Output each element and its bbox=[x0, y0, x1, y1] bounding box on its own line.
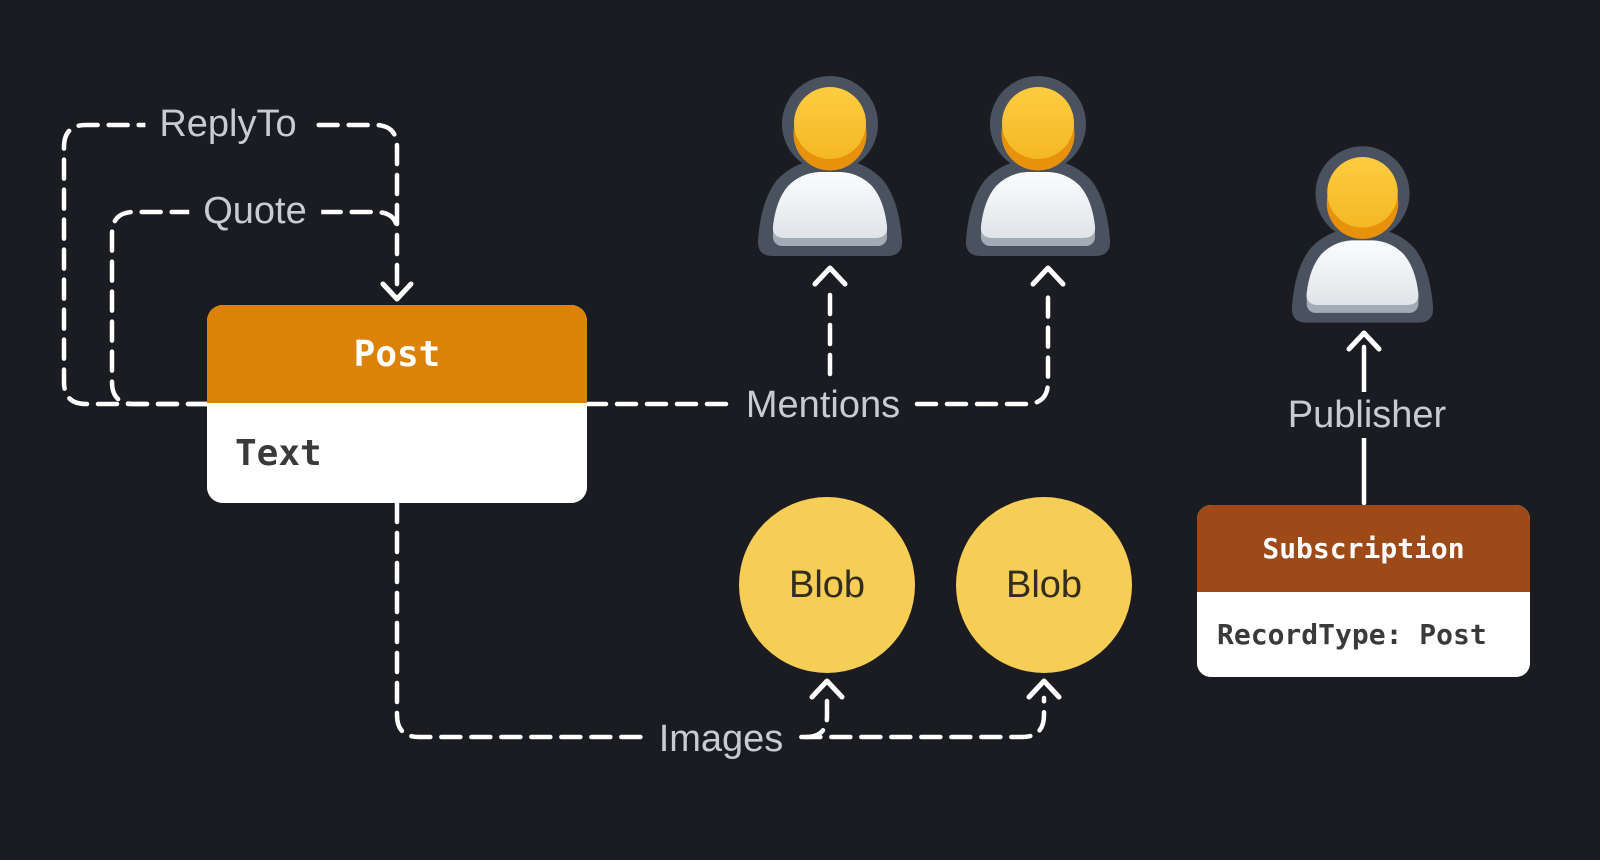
user-icon-publisher bbox=[1291, 146, 1434, 323]
subscription-card-body: RecordType: Post bbox=[1197, 592, 1530, 677]
quote-connector bbox=[109, 209, 400, 407]
blob-node-2: Blob bbox=[956, 497, 1132, 673]
blob-2-label: Blob bbox=[1005, 563, 1083, 606]
subscription-card-field-recordtype: RecordType: Post bbox=[1217, 618, 1487, 651]
subscription-card: Subscription RecordType: Post bbox=[1197, 505, 1530, 677]
blob-1-label: Blob bbox=[788, 563, 866, 606]
publisher-label: Publisher bbox=[1273, 392, 1461, 438]
publisher-arrowhead-icon bbox=[1346, 330, 1382, 352]
images-branch-connector bbox=[803, 695, 830, 740]
quote-label: Quote bbox=[189, 188, 321, 234]
mentions-arrowhead-user1-icon bbox=[812, 265, 848, 287]
user-icon-mention-2 bbox=[965, 76, 1111, 256]
post-card: Post Text bbox=[207, 305, 587, 503]
post-card-header: Post bbox=[207, 305, 587, 403]
post-card-body: Text bbox=[207, 403, 587, 503]
images-arrowhead-blob2-icon bbox=[1026, 678, 1062, 700]
images-arrowhead-blob1-icon bbox=[809, 678, 845, 700]
replyto-connector bbox=[61, 122, 400, 407]
replyto-arrowhead-icon bbox=[380, 281, 414, 302]
post-card-title: Post bbox=[353, 333, 441, 375]
images-connector bbox=[394, 500, 1047, 740]
blob-node-1: Blob bbox=[739, 497, 915, 673]
subscription-card-header: Subscription bbox=[1197, 505, 1530, 592]
user-icon-mention-1 bbox=[757, 76, 903, 256]
mentions-label: Mentions bbox=[731, 382, 915, 428]
subscription-card-title: Subscription bbox=[1262, 532, 1465, 565]
post-card-field-text: Text bbox=[235, 432, 322, 474]
replyto-label: ReplyTo bbox=[145, 101, 311, 147]
images-label: Images bbox=[644, 716, 798, 762]
mentions-arrowhead-user2-icon bbox=[1030, 265, 1066, 287]
mentions-connector bbox=[584, 285, 1051, 407]
